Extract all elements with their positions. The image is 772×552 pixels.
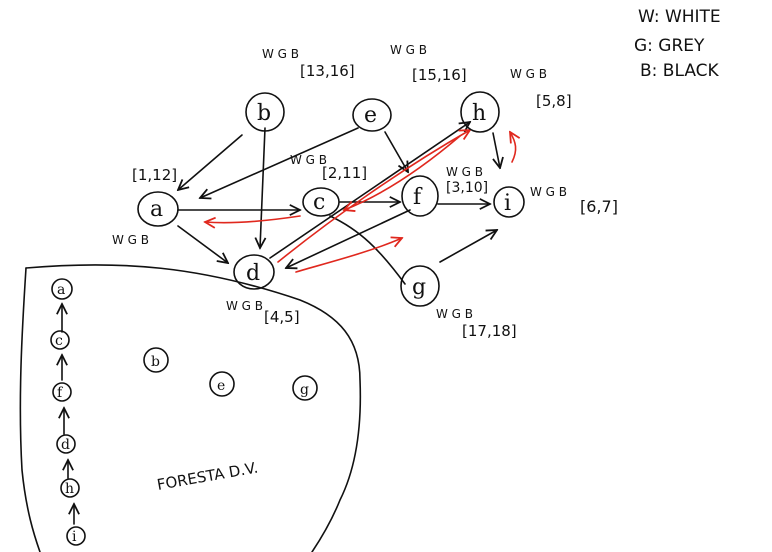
- node-f: [401, 175, 439, 217]
- legend-white: W: WHITE: [638, 7, 721, 27]
- interval-c: [2,11]: [322, 164, 367, 182]
- forest-node-a: [51, 278, 73, 300]
- interval-h: [5,8]: [536, 92, 572, 110]
- forest-node-f-label: f: [57, 385, 64, 401]
- forest-boundary-left: [19, 267, 41, 552]
- node-i: [493, 186, 525, 218]
- interval-f: [3,10]: [446, 180, 488, 196]
- forest-node-h: [60, 478, 80, 498]
- forest-root-b-label: b: [151, 354, 160, 370]
- marks-a: W G B: [112, 233, 149, 247]
- node-e-label: e: [364, 103, 377, 128]
- edge-b-d: [260, 127, 265, 248]
- marks-e: W G B: [390, 43, 427, 57]
- legend: W: WHITE G: GREY B: BLACK: [634, 7, 721, 81]
- node-g: [400, 265, 440, 307]
- forest-root-e-label: e: [217, 378, 225, 394]
- marks-h: W G B: [510, 67, 547, 81]
- node-b: [245, 92, 285, 132]
- graph-edges: [177, 118, 500, 285]
- node-h: [460, 91, 500, 133]
- forest-node-i-label: i: [72, 529, 77, 545]
- dfs-forest: a c f d h i b e g FORESTA D.V.: [19, 264, 362, 552]
- dfs-trace: [205, 130, 516, 273]
- marks-c: W G B: [290, 153, 327, 167]
- edge-f-d: [286, 209, 411, 268]
- node-e: [352, 98, 392, 132]
- marks-i: W G B: [530, 185, 567, 199]
- forest-node-a-label: a: [57, 282, 65, 298]
- node-h-label: h: [472, 101, 486, 126]
- marks-b: W G B: [262, 47, 299, 61]
- forest-node-c: [50, 330, 70, 350]
- forest-node-d: [56, 434, 76, 454]
- node-annotations: [1,12] W G B [13,16] W G B [2,11] W G B …: [112, 43, 618, 340]
- edge-g-c: [329, 215, 406, 285]
- interval-g: [17,18]: [462, 322, 517, 340]
- forest-node-h-label: h: [65, 481, 74, 497]
- node-i-label: i: [504, 191, 511, 216]
- node-c: [302, 187, 340, 217]
- interval-b: [13,16]: [300, 62, 355, 80]
- edge-e-a: [200, 127, 359, 198]
- node-b-label: b: [257, 101, 271, 126]
- trace-d-f: [295, 238, 402, 273]
- interval-a: [1,12]: [132, 166, 177, 184]
- edge-h-i: [492, 132, 500, 168]
- edge-g-i: [439, 230, 497, 263]
- forest-caption: FORESTA D.V.: [156, 458, 260, 493]
- node-g-label: g: [412, 275, 426, 300]
- interval-i: [6,7]: [580, 197, 618, 216]
- edge-e-f: [384, 131, 408, 172]
- legend-grey: G: GREY: [634, 36, 705, 56]
- trace-i-h: [510, 132, 516, 163]
- node-f-label: f: [413, 185, 423, 210]
- node-a: [137, 191, 179, 227]
- forest-root-g-label: g: [300, 382, 309, 398]
- node-d: [233, 254, 275, 290]
- edge-d-h: [269, 122, 470, 259]
- trace-d-h: [277, 130, 470, 263]
- forest-root-g: [292, 375, 318, 401]
- edge-b-a: [178, 134, 243, 190]
- forest-node-f: [52, 382, 72, 402]
- interval-d: [4,5]: [264, 308, 300, 326]
- forest-node-c-label: c: [55, 333, 63, 349]
- forest-root-e: [209, 371, 235, 397]
- node-a-label: a: [150, 197, 163, 222]
- legend-black: B: BLACK: [640, 61, 720, 81]
- forest-node-i: [66, 526, 86, 546]
- forest-node-d-label: d: [61, 437, 70, 453]
- marks-f: W G B: [446, 165, 483, 179]
- graph-nodes: a b c d e f g h i: [137, 91, 525, 307]
- trace-c-a: [205, 215, 301, 223]
- edge-a-d: [177, 225, 228, 263]
- marks-g: W G B: [436, 307, 473, 321]
- node-c-label: c: [313, 190, 325, 215]
- marks-d: W G B: [226, 299, 263, 313]
- forest-root-b: [143, 347, 169, 373]
- forest-boundary: [25, 264, 362, 552]
- interval-e: [15,16]: [412, 66, 467, 84]
- trace-h-c: [344, 135, 461, 210]
- node-d-label: d: [246, 261, 260, 286]
